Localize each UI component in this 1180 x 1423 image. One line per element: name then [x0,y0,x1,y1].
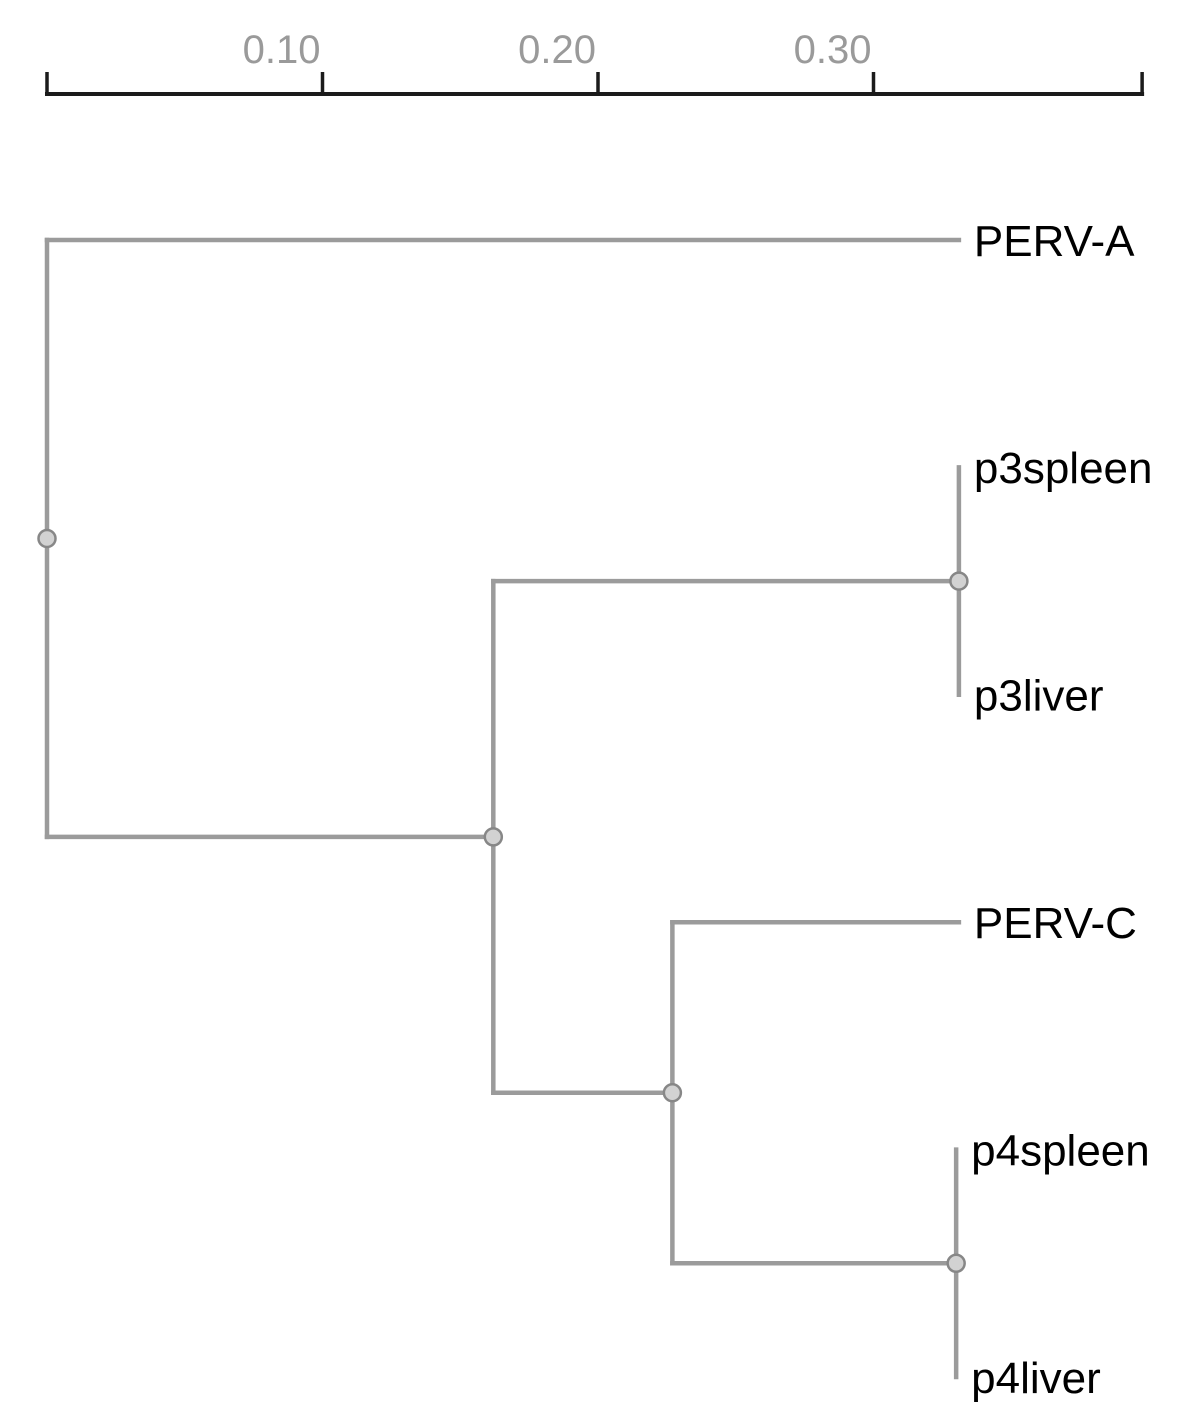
tree-nodes [37,528,969,1274]
scale-tick-label: 0.10 [243,28,321,72]
internal-node-node-CD [662,1083,683,1103]
internal-node-root [37,528,57,549]
scale-tick-label: 0.20 [518,28,596,72]
taxon-label-p4spleen: p4spleen [971,1126,1150,1175]
taxon-label-p3liver: p3liver [974,672,1104,721]
internal-node-node-p3 [949,571,969,591]
taxon-label-PERV-A: PERV-A [974,217,1135,266]
internal-node-node-p4 [946,1253,966,1274]
internal-node-node-B [483,827,504,847]
tree-branches [44,237,962,1380]
scale-bar: 0.10 0.20 0.30 [45,28,1145,96]
taxon-label-PERV-C: PERV-C [974,899,1137,948]
scale-tick-label: 0.30 [794,28,872,72]
taxon-label-p3spleen: p3spleen [974,444,1153,493]
taxon-label-p4liver: p4liver [971,1354,1101,1403]
